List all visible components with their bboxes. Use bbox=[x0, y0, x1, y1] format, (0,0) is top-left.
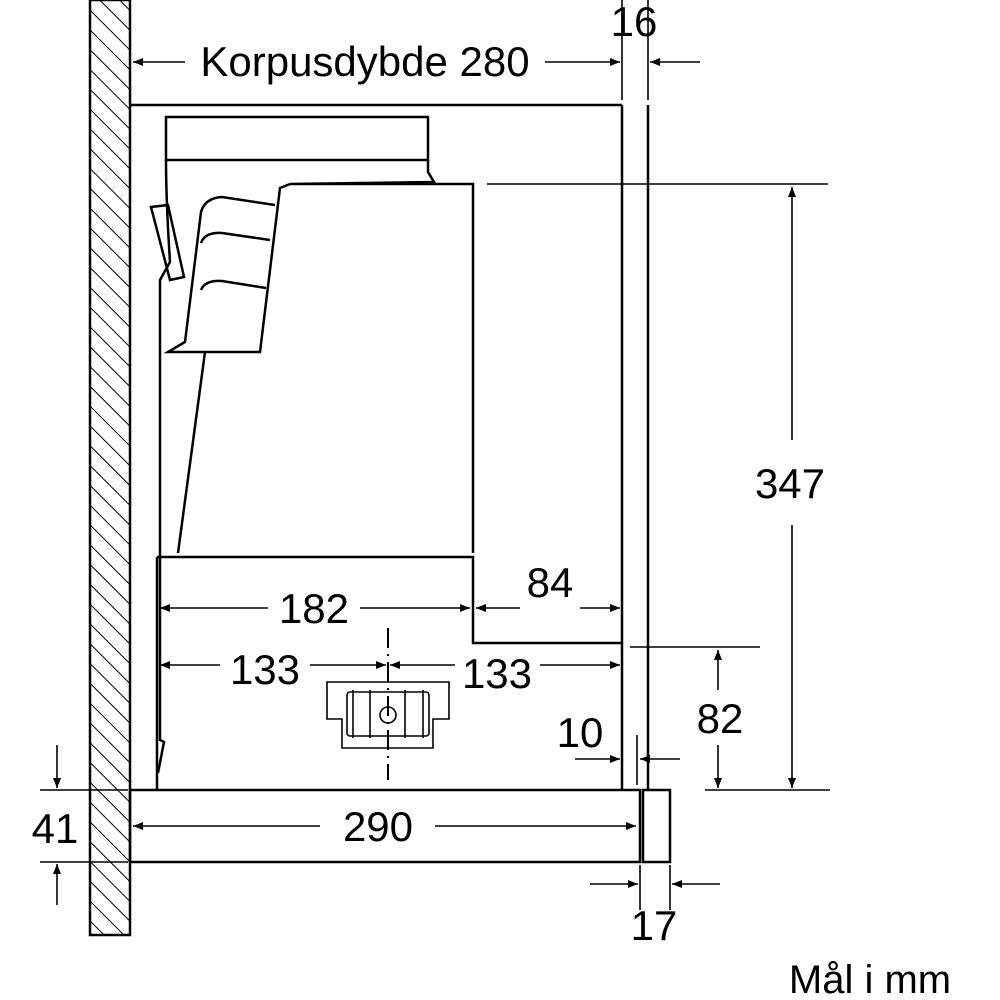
label-347: 347 bbox=[755, 460, 825, 507]
label-84: 84 bbox=[527, 559, 574, 606]
label-16: 16 bbox=[611, 0, 658, 45]
dimension-lines bbox=[40, 0, 830, 910]
cabinet-outline bbox=[130, 103, 650, 790]
label-cabinet-depth: Korpusdybde 280 bbox=[200, 38, 529, 85]
label-17: 17 bbox=[631, 902, 678, 949]
label-290: 290 bbox=[343, 803, 413, 850]
label-133-left: 133 bbox=[230, 646, 300, 693]
bottom-panel bbox=[128, 788, 672, 864]
label-133-right: 133 bbox=[462, 650, 532, 697]
units-note: Mål i mm bbox=[789, 958, 951, 1000]
hood-body bbox=[149, 115, 622, 790]
label-182: 182 bbox=[279, 585, 349, 632]
label-82: 82 bbox=[697, 695, 744, 742]
wall-hatch bbox=[88, 0, 132, 937]
label-41: 41 bbox=[32, 805, 79, 852]
label-10: 10 bbox=[557, 709, 604, 756]
